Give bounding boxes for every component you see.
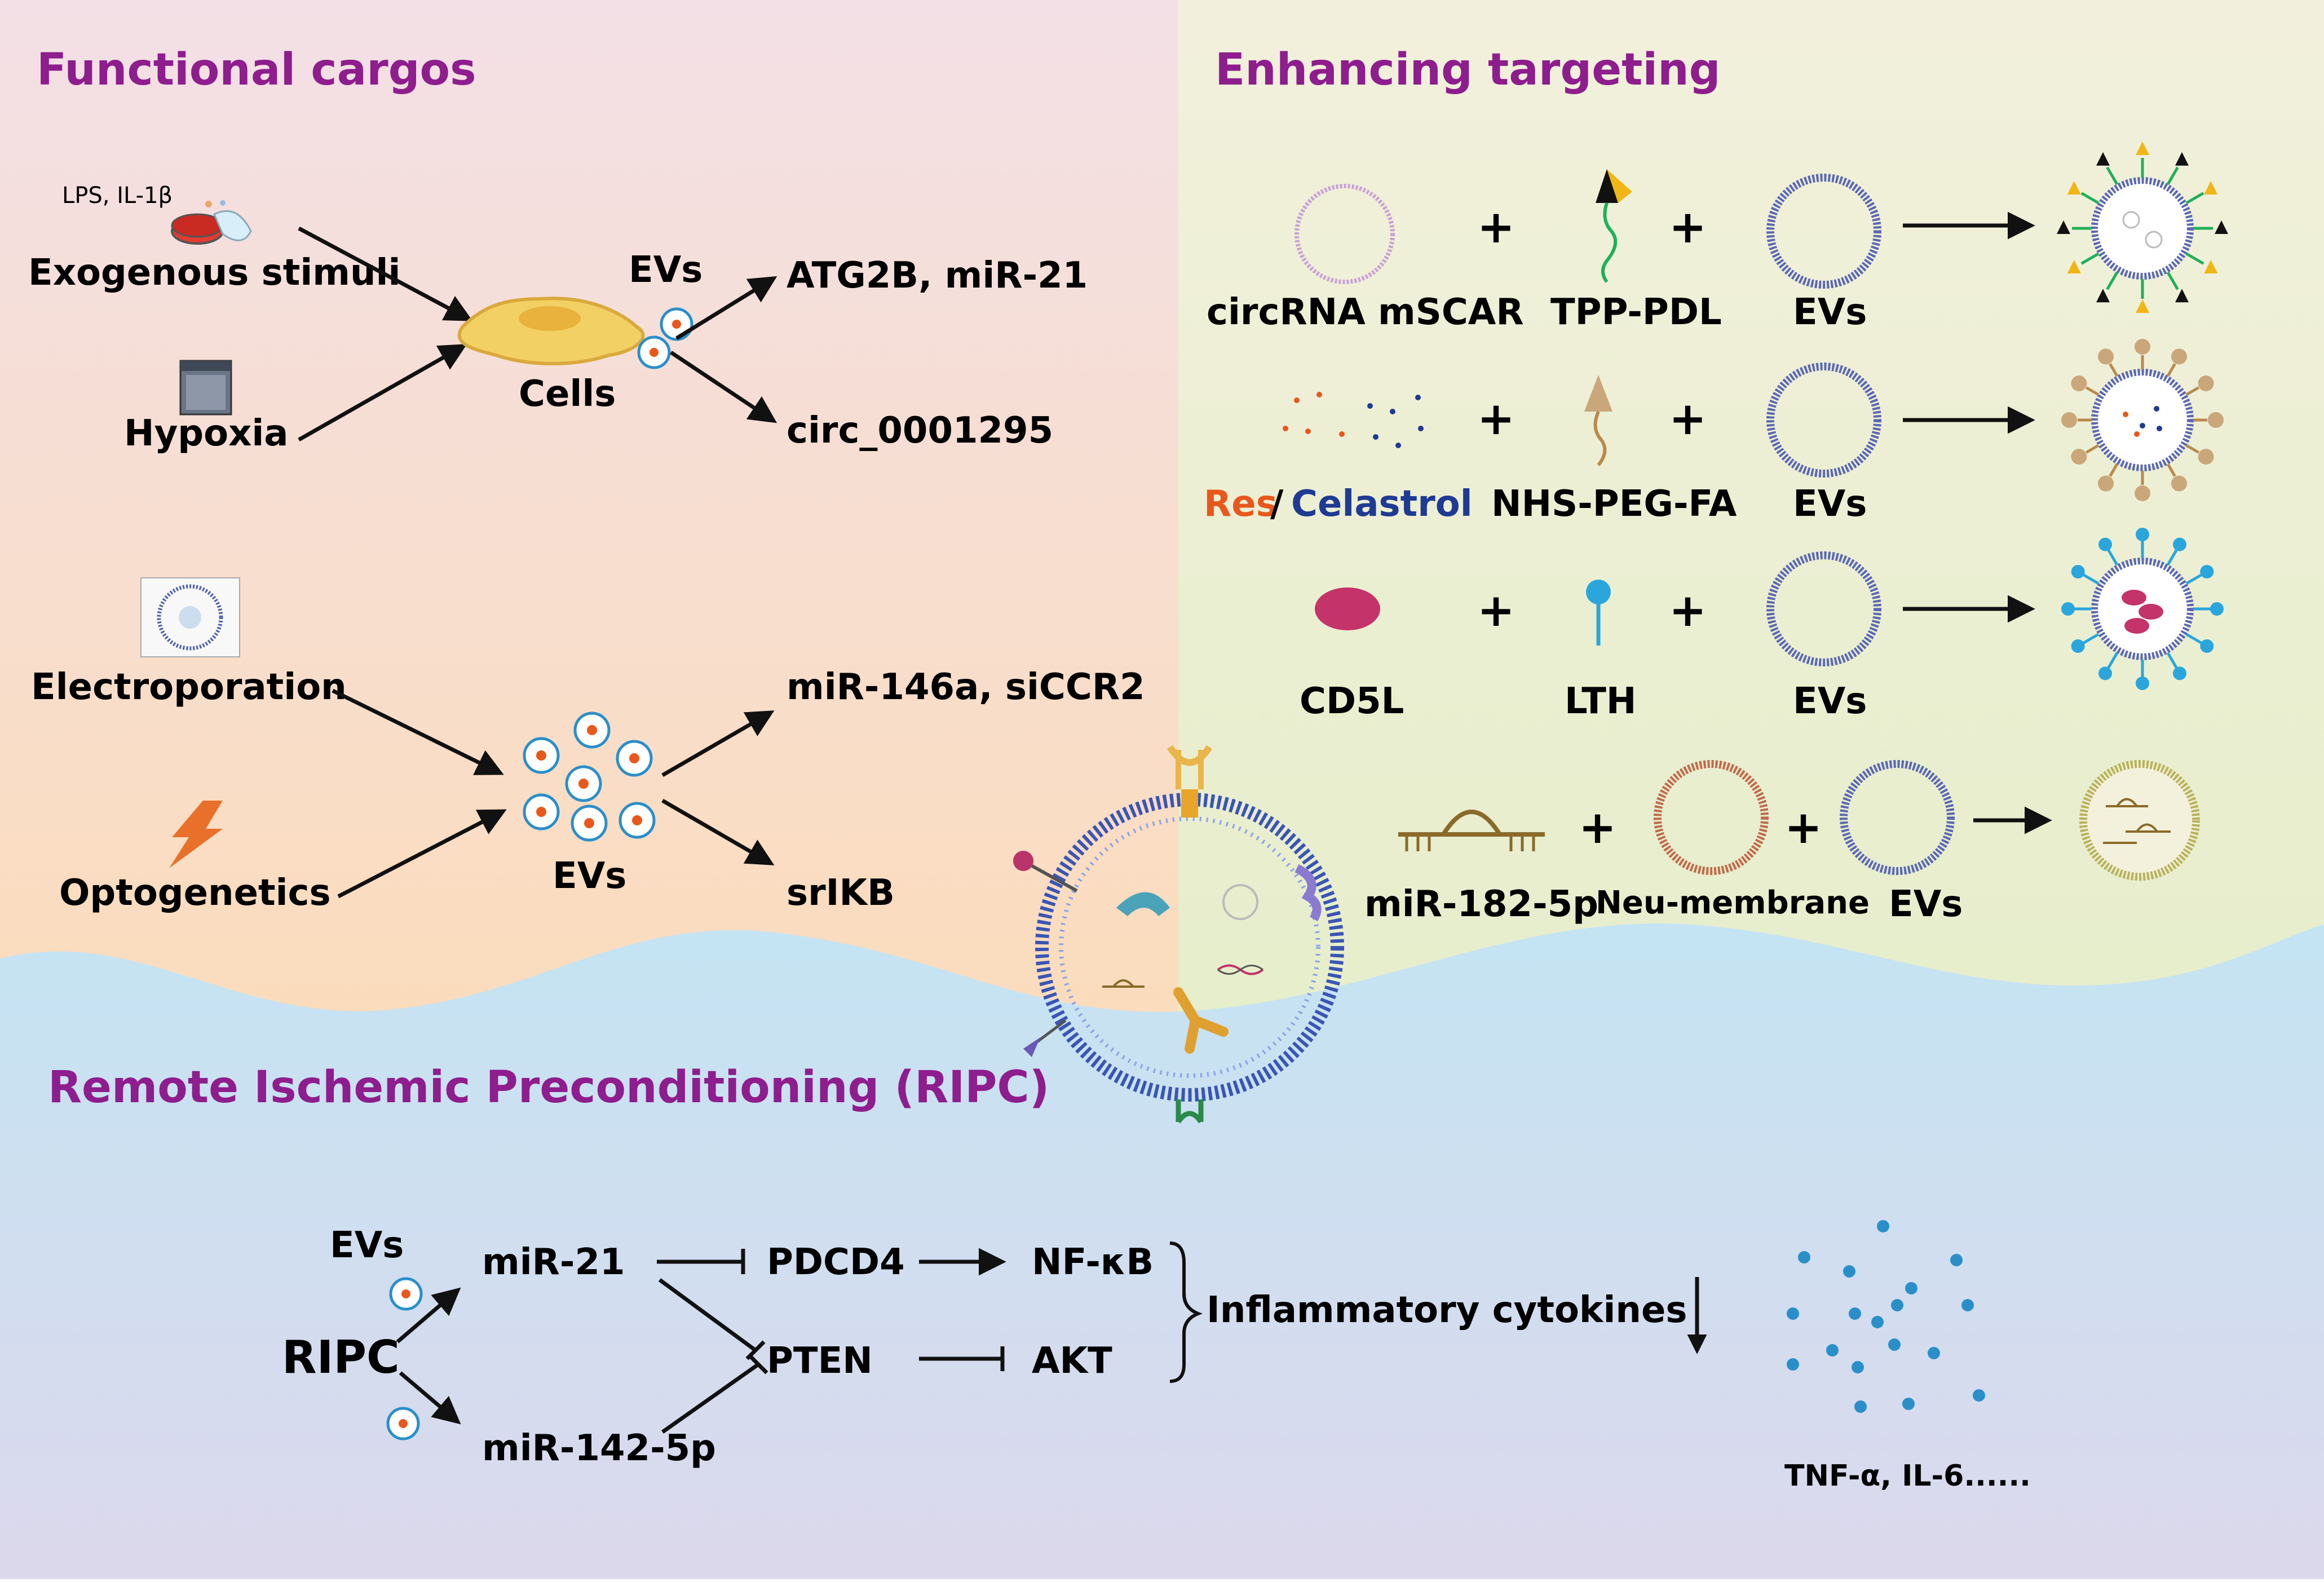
ripc-title: Remote Ischemic Preconditioning (RIPC): [48, 1062, 1049, 1113]
pten-label: PTEN: [767, 1340, 873, 1382]
neu-membrane-label: Neu-membrane: [1596, 885, 1870, 921]
electroporation-icon: [140, 577, 240, 657]
enhancing-targeting-title: Enhancing targeting: [1215, 45, 1721, 95]
inflammatory-label: Inflammatory cytokines: [1207, 1289, 1687, 1331]
nfkb-label: NF-κB: [1032, 1241, 1154, 1283]
tnf-label: TNF-α, IL-6......: [1784, 1459, 2031, 1493]
inhibition-lines: [657, 1249, 1005, 1434]
cd5l-icon: [1315, 587, 1380, 630]
functional-panel-bg: [0, 0, 1178, 1043]
arrow-to-atg2b: [675, 276, 777, 340]
neu-membrane-icon: [1654, 760, 1769, 875]
brace: [1169, 1241, 1203, 1383]
optogenetics-label: Optogenetics: [59, 872, 331, 914]
plus-1a: +: [1477, 201, 1515, 253]
ev-tpp-pdl-product-icon: [2057, 142, 2228, 313]
evs-bottom-label: EVs: [553, 855, 626, 897]
cell-icon: [457, 297, 645, 365]
arrow-ripc-to-mir21: [396, 1287, 461, 1344]
lth-icon: [1586, 580, 1611, 646]
plus-4b: +: [1784, 801, 1822, 854]
tpp-pdl-label: TPP-PDL: [1550, 291, 1722, 333]
mir182-label: miR-182-5p: [1364, 883, 1598, 925]
lps-label: LPS, IL-1β: [62, 183, 173, 209]
cytokine-dots-icon: [1787, 1220, 1985, 1413]
ev-icon-row4: [1840, 760, 1955, 875]
mir182-icon: [1398, 810, 1545, 851]
evs-top-label: EVs: [629, 249, 702, 291]
mir146a-label: miR-146a, siCCR2: [787, 666, 1145, 708]
plus-4a: +: [1579, 801, 1616, 854]
ev-icon-row1: [1766, 174, 1881, 289]
ripc-label: RIPC: [282, 1331, 400, 1384]
evs-row1-label: EVs: [1793, 291, 1867, 333]
arrow-to-mir146a: [661, 710, 775, 777]
pdcd4-label: PDCD4: [767, 1241, 905, 1283]
ripc-panel-bg: [0, 923, 2324, 1579]
ev-cluster-icon: [523, 712, 656, 842]
akt-label: AKT: [1032, 1340, 1112, 1382]
arrow-hypoxia-to-cells: [298, 344, 467, 442]
arrow-to-circ: [670, 351, 777, 423]
exogenous-stimuli-label: Exogenous stimuli: [28, 252, 400, 294]
circrna-icon: [1294, 184, 1395, 284]
res-label: Res: [1204, 483, 1278, 525]
ripc-ev-icons: [386, 1277, 423, 1440]
nhs-peg-fa-label: NHS-PEG-FA: [1491, 483, 1737, 525]
petri-dish-icon: [171, 200, 252, 245]
slash-label: /: [1270, 483, 1284, 525]
ev-cd5l-lth-product-icon: [2061, 528, 2224, 690]
arrow-to-srikb: [661, 798, 775, 865]
ev-icon-row3: [1766, 551, 1881, 666]
arrow-optogenetics-to-evs: [337, 809, 507, 899]
ev-mir182-product-icon: [2079, 760, 2200, 881]
plus-2b: +: [1669, 392, 1707, 445]
plus-1b: +: [1669, 201, 1707, 253]
celastrol-label: Celastrol: [1291, 483, 1473, 525]
tpp-pdl-icon: [1596, 169, 1632, 283]
hypoxia-label: Hypoxia: [124, 413, 288, 454]
electroporation-label: Electroporation: [31, 666, 347, 708]
circrna-label: circRNA mSCAR: [1207, 291, 1524, 333]
ev-nhs-peg-fa-product-icon: [2061, 339, 2224, 501]
circ-label: circ_0001295: [787, 410, 1053, 452]
mir21-label: miR-21: [482, 1241, 625, 1283]
plus-2a: +: [1477, 392, 1515, 445]
nhs-peg-fa-icon: [1584, 375, 1612, 466]
central-ev-icon: [1013, 745, 1344, 1124]
arrow-exogenous-to-cells: [298, 226, 473, 321]
lth-label: LTH: [1565, 680, 1636, 722]
ev-small-icon: [637, 307, 693, 369]
evs-row2-label: EVs: [1793, 483, 1867, 525]
plus-3a: +: [1477, 584, 1515, 637]
evs-row3-label: EVs: [1793, 680, 1867, 722]
srikb-label: srIKB: [787, 872, 895, 914]
functional-cargos-title: Functional cargos: [37, 45, 476, 95]
ripc-evs-label: EVs: [330, 1225, 404, 1266]
evs-row4-label: EVs: [1889, 883, 1963, 925]
mir142-label: miR-142-5p: [482, 1428, 716, 1469]
cd5l-label: CD5L: [1300, 680, 1404, 722]
lightning-icon: [169, 801, 223, 868]
res-celastrol-dots-icon: [1283, 392, 1424, 448]
plus-3b: +: [1669, 584, 1707, 637]
ev-icon-row2: [1766, 363, 1881, 478]
cells-label: Cells: [519, 373, 616, 415]
hypoxia-chamber-icon: [179, 360, 232, 416]
atg2b-label: ATG2B, miR-21: [787, 255, 1088, 297]
arrow-electroporation-to-evs: [332, 688, 504, 775]
arrow-ripc-to-mir142: [399, 1371, 461, 1425]
